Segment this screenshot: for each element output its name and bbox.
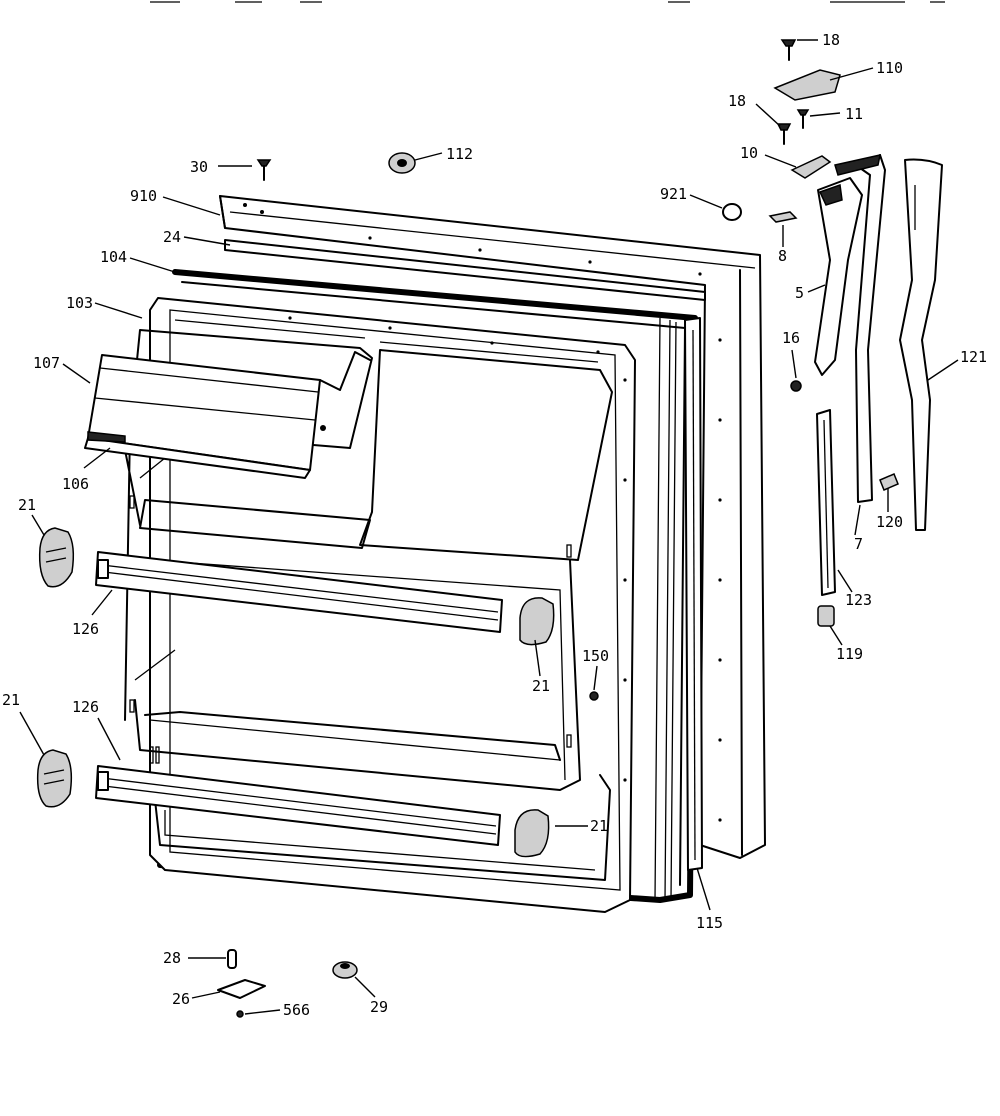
callout-28: 28 [163,949,181,967]
handle-bracket [816,409,836,596]
callout-29: 29 [370,998,388,1016]
callout-121: 121 [960,348,987,366]
shelf-bracket [36,749,73,808]
screw-icon [776,123,792,145]
callout-10: 10 [740,144,758,162]
screw-icon [796,109,810,129]
callout-11: 11 [845,105,863,123]
insulation-strip [224,239,706,301]
callout-16: 16 [782,329,800,347]
bushing-icon [332,961,358,979]
callout-30: 30 [190,158,208,176]
callout-566: 566 [283,1001,310,1019]
spacer-icon [227,949,237,969]
hinge-pin [768,211,798,223]
screw-icon [780,39,797,61]
door-shelf-upper [95,551,503,633]
callout-24: 24 [163,228,181,246]
hinge-pin [790,155,832,179]
callout-5: 5 [795,284,804,302]
handle-rail [834,154,886,503]
screw-icon [256,159,272,181]
plug-icon [388,152,416,174]
callout-110: 110 [876,59,903,77]
dairy-compartment [84,351,371,479]
callout-7: 7 [854,535,863,553]
callout-106: 106 [62,475,89,493]
screw-icon [589,691,599,701]
breaker-strip [684,317,703,871]
callout-21: 21 [590,817,608,835]
callout-126: 126 [72,620,99,638]
screw-icon [790,380,802,392]
end-cap [817,605,835,627]
plug-icon [722,203,742,221]
door-shelf-lower [95,765,501,846]
callout-26: 26 [172,990,190,1008]
callout-18: 18 [822,31,840,49]
callout-910: 910 [130,187,157,205]
outer-door-panel [219,195,766,859]
callout-921: 921 [660,185,687,203]
callout-8: 8 [778,247,787,265]
screw-icon [879,473,899,491]
callout-103: 103 [66,294,93,312]
shelf-bracket [38,527,75,588]
callout-104: 104 [100,248,127,266]
callout-112: 112 [446,145,473,163]
callout-119: 119 [836,645,863,663]
door-handle [814,177,863,376]
leader-lines [19,39,959,1015]
callout-21: 21 [2,691,20,709]
callout-115: 115 [696,914,723,932]
callout-150: 150 [582,647,609,665]
callout-107: 107 [33,354,60,372]
callout-21: 21 [532,677,550,695]
screw-icon [236,1010,244,1018]
callout-123: 123 [845,591,872,609]
hinge-plate [217,979,266,999]
shelf-end-cap [519,597,555,646]
callout-21: 21 [18,496,36,514]
callout-18: 18 [728,92,746,110]
handle-trim [899,158,943,531]
shelf-end-cap [514,809,550,858]
callout-labels: 18 110 18 11 30 112 10 910 921 24 104 8 … [2,31,987,1019]
callout-120: 120 [876,513,903,531]
callout-126: 126 [72,698,99,716]
hinge-cover [773,69,841,101]
